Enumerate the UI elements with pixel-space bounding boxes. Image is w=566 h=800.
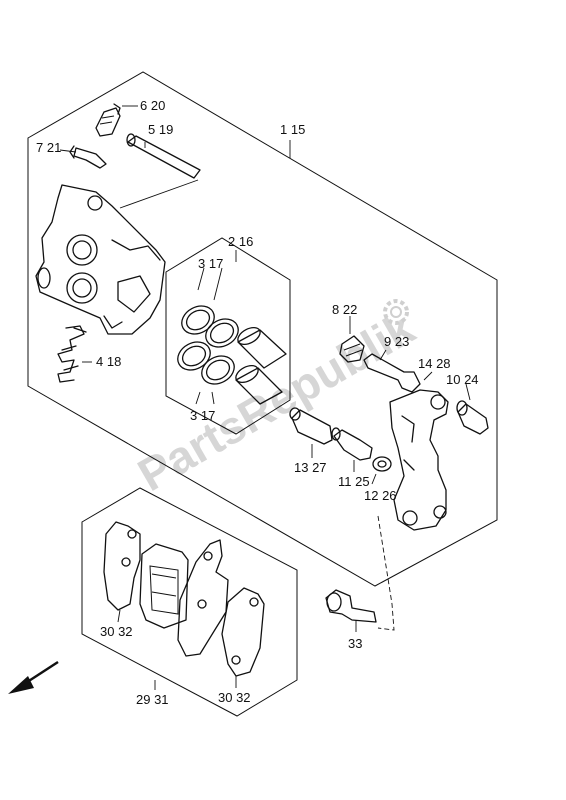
pad-spring — [57, 325, 87, 383]
label-9-23: 9 23 — [384, 334, 409, 349]
gear-icon — [383, 299, 409, 325]
label-3-17-bottom: 3 17 — [190, 408, 215, 423]
label-7-21: 7 21 — [36, 140, 61, 155]
washer — [372, 456, 392, 472]
caliper-body — [35, 184, 166, 335]
label-8-22: 8 22 — [332, 302, 357, 317]
piston-seals — [177, 305, 239, 385]
front-direction-arrow — [8, 660, 59, 694]
slide-pin — [126, 133, 201, 179]
pistons — [235, 326, 287, 405]
label-4-18: 4 18 — [96, 354, 121, 369]
label-5-19: 5 19 — [148, 122, 173, 137]
label-14-28: 14 28 — [418, 356, 451, 371]
label-29-31: 29 31 — [136, 692, 169, 707]
mounting-bolt — [325, 589, 377, 623]
bracket-stud — [456, 400, 489, 435]
label-2-16: 2 16 — [228, 234, 253, 249]
bolt — [289, 407, 333, 445]
label-3-17-top: 3 17 — [198, 256, 223, 271]
pad-backing-plate — [103, 521, 141, 611]
label-30-32-left: 30 32 — [100, 624, 133, 639]
label-30-32-right: 30 32 — [218, 690, 251, 705]
label-10-24: 10 24 — [446, 372, 479, 387]
piston-set-frame — [165, 237, 291, 435]
bracket-pin — [363, 353, 421, 393]
bleeder-screw — [95, 103, 121, 137]
label-33: 33 — [348, 636, 362, 651]
label-1-15: 1 15 — [280, 122, 305, 137]
brake-pad-frame — [81, 487, 298, 717]
label-12-26: 12 26 — [364, 488, 397, 503]
caliper-assembly-frame — [27, 71, 498, 587]
boot — [339, 335, 365, 363]
pad-backing-plate-right — [221, 587, 265, 677]
pin-bolt — [331, 427, 373, 461]
spring-clip — [69, 145, 107, 169]
brake-pad-left — [139, 543, 189, 629]
label-6-20: 6 20 — [140, 98, 165, 113]
label-11-25: 11 25 — [338, 474, 370, 489]
label-13-27: 13 27 — [294, 460, 327, 475]
caliper-bracket — [389, 389, 449, 531]
